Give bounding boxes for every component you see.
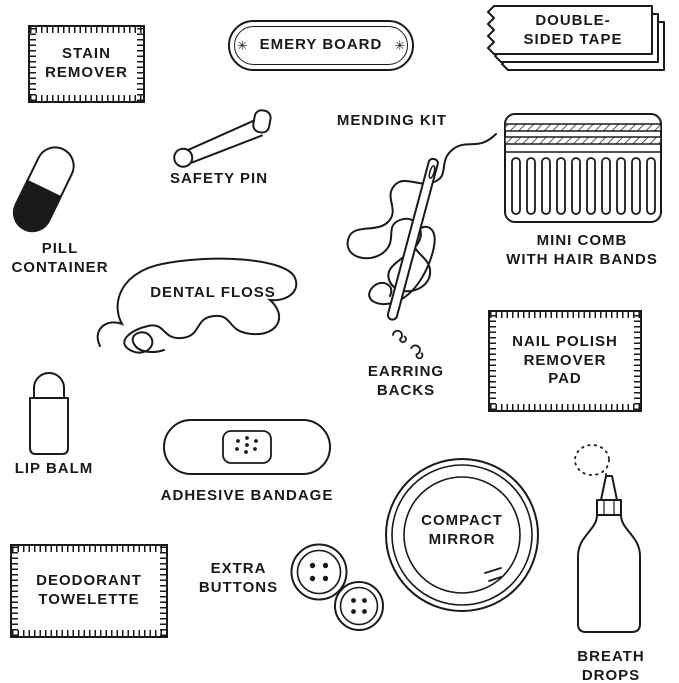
nail-polish-remover-pad-label: NAIL POLISH REMOVER PAD bbox=[512, 332, 618, 388]
safety-pin bbox=[164, 101, 282, 178]
double-sided-tape-label: DOUBLE- SIDED TAPE bbox=[523, 12, 623, 48]
sparkle-icon: ✳ bbox=[236, 37, 248, 53]
lip-balm-label: LIP BALM bbox=[14, 460, 94, 477]
stain-remover-packet: STAIN REMOVER bbox=[28, 25, 145, 103]
stain-remover-label: STAIN REMOVER bbox=[45, 45, 128, 81]
deodorant-towelette-label: DEODORANT TOWELETTE bbox=[36, 572, 142, 608]
breath-drops bbox=[566, 438, 652, 646]
pill-container-label: PILL CONTAINER bbox=[11, 240, 109, 276]
earring-backs bbox=[390, 326, 436, 366]
needle-and-thread-illustration bbox=[346, 133, 497, 321]
adhesive-bandage-label: ADHESIVE BANDAGE bbox=[160, 487, 334, 504]
floss-thread-illustration bbox=[96, 257, 298, 354]
drops-bottle-illustration bbox=[574, 444, 641, 633]
earring-backs-illustration bbox=[392, 329, 424, 360]
capsule-illustration bbox=[12, 146, 75, 233]
mini-comb bbox=[503, 112, 663, 224]
compact-mirror: COMPACT MIRROR bbox=[383, 456, 541, 614]
emery-board-inner-outline: ✳ EMERY BOARD ✳ bbox=[234, 26, 408, 65]
compact-mirror-illustration bbox=[385, 458, 539, 612]
earring-backs-label: EARRING BACKS bbox=[367, 363, 445, 399]
pill-container bbox=[4, 138, 85, 242]
double-sided-tape: DOUBLE- SIDED TAPE bbox=[478, 2, 668, 80]
bandage-illustration bbox=[163, 419, 331, 475]
lip-balm bbox=[26, 358, 72, 458]
emery-board-label: EMERY BOARD bbox=[259, 36, 383, 54]
breath-drops-label: BREATH DROPS bbox=[577, 648, 645, 683]
safety-pin-label: SAFETY PIN bbox=[169, 170, 269, 187]
dental-floss-label: DENTAL FLOSS bbox=[150, 284, 276, 301]
extra-buttons-label: EXTRA BUTTONS bbox=[198, 560, 279, 596]
mending-kit-label: MENDING KIT bbox=[336, 112, 448, 129]
lip-balm-illustration bbox=[29, 372, 69, 455]
emery-board: ✳ EMERY BOARD ✳ bbox=[228, 20, 414, 71]
tape-stack-illustration bbox=[487, 5, 665, 71]
mending-kit bbox=[330, 128, 500, 333]
compact-mirror-label: COMPACT MIRROR bbox=[421, 512, 503, 548]
nail-polish-remover-pad-packet: NAIL POLISH REMOVER PAD bbox=[488, 310, 642, 412]
dental-floss bbox=[92, 250, 307, 370]
deodorant-towelette-packet: DEODORANT TOWELETTE bbox=[10, 544, 168, 638]
buttons-illustration bbox=[290, 543, 384, 631]
extra-buttons bbox=[286, 542, 392, 638]
comb-illustration bbox=[504, 113, 662, 223]
sparkle-icon: ✳ bbox=[394, 37, 406, 53]
adhesive-bandage bbox=[162, 418, 332, 476]
safety-pin-illustration bbox=[173, 109, 272, 168]
mini-comb-label: MINI COMB WITH HAIR BANDS bbox=[506, 232, 658, 268]
